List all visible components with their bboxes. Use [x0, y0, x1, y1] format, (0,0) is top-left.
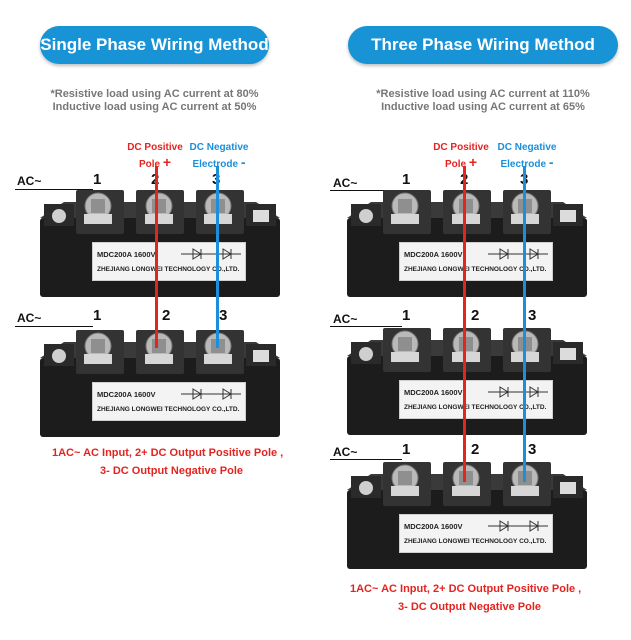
module-label-plate: MDC200A 1600V ZHEJIANG LONGWEI TECHNOLOG… — [92, 382, 246, 421]
module-model-text: MDC200A 1600V — [404, 522, 463, 531]
rectifier-module: MDC200A 1600V ZHEJIANG LONGWEI TECHNOLOG… — [40, 190, 280, 297]
dc-negative-label: DC Negative — [189, 142, 249, 153]
dc-positive-tag: DC Positive Pole + — [124, 141, 186, 172]
single-phase-caption: 1AC~ AC Input, 2+ DC Output Positive Pol… — [52, 444, 283, 480]
single-phase-title: Single Phase Wiring Method — [40, 26, 269, 64]
terminal-2-number: 2 — [162, 307, 171, 324]
note-line-2: Inductive load using AC current at 65% — [381, 101, 585, 113]
module-manufacturer-text: ZHEJIANG LONGWEI TECHNOLOGY CO.,LTD. — [97, 406, 240, 413]
ac-lead-line — [330, 326, 402, 327]
caption-line-1: 1AC~ AC Input, 2+ DC Output Positive Pol… — [350, 583, 582, 595]
terminal-2-number: 2 — [471, 441, 480, 458]
terminal-1-number: 1 — [402, 171, 411, 188]
minus-sign: - — [240, 154, 246, 170]
module-label-plate: MDC200A 1600V ZHEJIANG LONGWEI TECHNOLOG… — [399, 242, 553, 281]
module-label-plate: MDC200A 1600V ZHEJIANG LONGWEI TECHNOLOG… — [399, 514, 553, 553]
note-line-1: *Resistive load using AC current at 80% — [50, 88, 259, 100]
rectifier-module: MDC200A 1600V ZHEJIANG LONGWEI TECHNOLOG… — [347, 462, 587, 569]
plus-sign: + — [162, 154, 172, 170]
module-manufacturer-text: ZHEJIANG LONGWEI TECHNOLOGY CO.,LTD. — [97, 266, 240, 273]
diode-symbol-icon — [488, 520, 548, 532]
module-model-text: MDC200A 1600V — [97, 250, 156, 259]
terminal-3-number: 3 — [528, 441, 537, 458]
caption-line-2: 3- DC Output Negative Pole — [100, 465, 244, 477]
module-model-text: MDC200A 1600V — [404, 388, 463, 397]
note-line-1: *Resistive load using AC current at 110% — [376, 88, 590, 100]
module-manufacturer-text: ZHEJIANG LONGWEI TECHNOLOGY CO.,LTD. — [404, 538, 547, 545]
ac-lead-line — [330, 190, 402, 191]
dc-positive-tag: DC Positive Pole + — [430, 141, 492, 172]
ac-input-label: AC~ — [17, 174, 42, 188]
three-phase-title: Three Phase Wiring Method — [348, 26, 618, 64]
plus-sign: + — [468, 154, 478, 170]
dc-negative-label: DC Negative — [497, 142, 557, 153]
caption-line-2: 3- DC Output Negative Pole — [398, 601, 542, 613]
diode-symbol-icon — [488, 248, 548, 260]
diode-symbol-icon — [488, 386, 548, 398]
dc-positive-label: DC Positive — [433, 142, 489, 153]
ac-input-label: AC~ — [333, 312, 358, 326]
terminal-1-number: 1 — [93, 307, 102, 324]
ac-lead-line — [15, 189, 93, 190]
rectifier-module: MDC200A 1600V ZHEJIANG LONGWEI TECHNOLOG… — [40, 330, 280, 437]
terminal-1-number: 1 — [93, 171, 102, 188]
terminal-1-number: 1 — [402, 441, 411, 458]
negative-wire — [216, 166, 219, 348]
diode-symbol-icon — [181, 388, 241, 400]
positive-wire — [155, 166, 158, 348]
three-phase-caption: 1AC~ AC Input, 2+ DC Output Positive Pol… — [350, 580, 581, 616]
caption-line-1: 1AC~ AC Input, 2+ DC Output Positive Pol… — [52, 447, 284, 459]
positive-wire — [463, 166, 466, 482]
ac-input-label: AC~ — [17, 311, 42, 325]
dc-positive-label-2: Pole + — [444, 154, 478, 170]
dc-positive-label-2: Pole + — [138, 154, 172, 170]
rectifier-module: MDC200A 1600V ZHEJIANG LONGWEI TECHNOLOG… — [347, 190, 587, 297]
rectifier-module: MDC200A 1600V ZHEJIANG LONGWEI TECHNOLOG… — [347, 328, 587, 435]
module-manufacturer-text: ZHEJIANG LONGWEI TECHNOLOGY CO.,LTD. — [404, 266, 547, 273]
dc-negative-label-2: Electrode - — [192, 154, 246, 170]
module-model-text: MDC200A 1600V — [404, 250, 463, 259]
dc-negative-tag: DC Negative Electrode - — [186, 141, 252, 172]
ac-input-label: AC~ — [333, 445, 358, 459]
module-label-plate: MDC200A 1600V ZHEJIANG LONGWEI TECHNOLOG… — [92, 242, 246, 281]
terminal-1-number: 1 — [402, 307, 411, 324]
ac-lead-line — [15, 326, 93, 327]
module-model-text: MDC200A 1600V — [97, 390, 156, 399]
single-phase-note: *Resistive load using AC current at 80% … — [40, 88, 269, 114]
terminal-3-number: 3 — [528, 307, 537, 324]
ac-input-label: AC~ — [333, 176, 358, 190]
note-line-2: Inductive load using AC current at 50% — [52, 101, 257, 113]
dc-negative-label-2: Electrode - — [500, 154, 554, 170]
dc-negative-tag: DC Negative Electrode - — [494, 141, 560, 172]
diode-symbol-icon — [181, 248, 241, 260]
module-label-plate: MDC200A 1600V ZHEJIANG LONGWEI TECHNOLOG… — [399, 380, 553, 419]
three-phase-note: *Resistive load using AC current at 110%… — [348, 88, 618, 114]
dc-positive-label: DC Positive — [127, 142, 183, 153]
minus-sign: - — [548, 154, 554, 170]
ac-lead-line — [330, 459, 402, 460]
negative-wire — [523, 166, 526, 482]
terminal-3-number: 3 — [219, 307, 228, 324]
terminal-2-number: 2 — [471, 307, 480, 324]
module-manufacturer-text: ZHEJIANG LONGWEI TECHNOLOGY CO.,LTD. — [404, 404, 547, 411]
